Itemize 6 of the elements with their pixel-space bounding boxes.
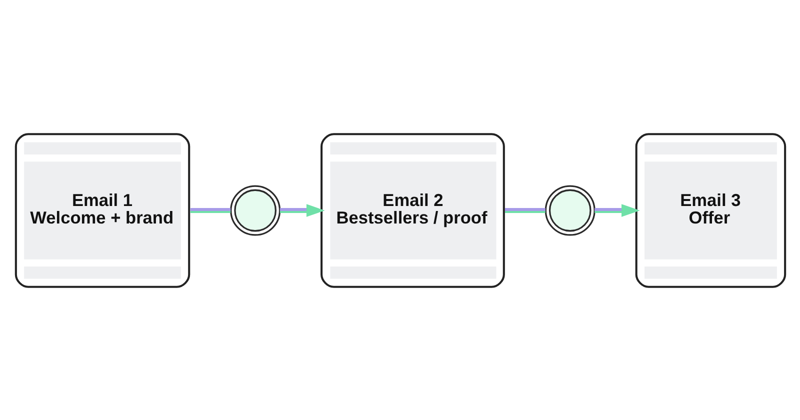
- node-clock: [544, 184, 595, 236]
- node-clock: [230, 184, 280, 236]
- arrow: [594, 204, 640, 216]
- arrow: [279, 204, 324, 216]
- connector: [504, 207, 545, 213]
- connector: [190, 207, 230, 213]
